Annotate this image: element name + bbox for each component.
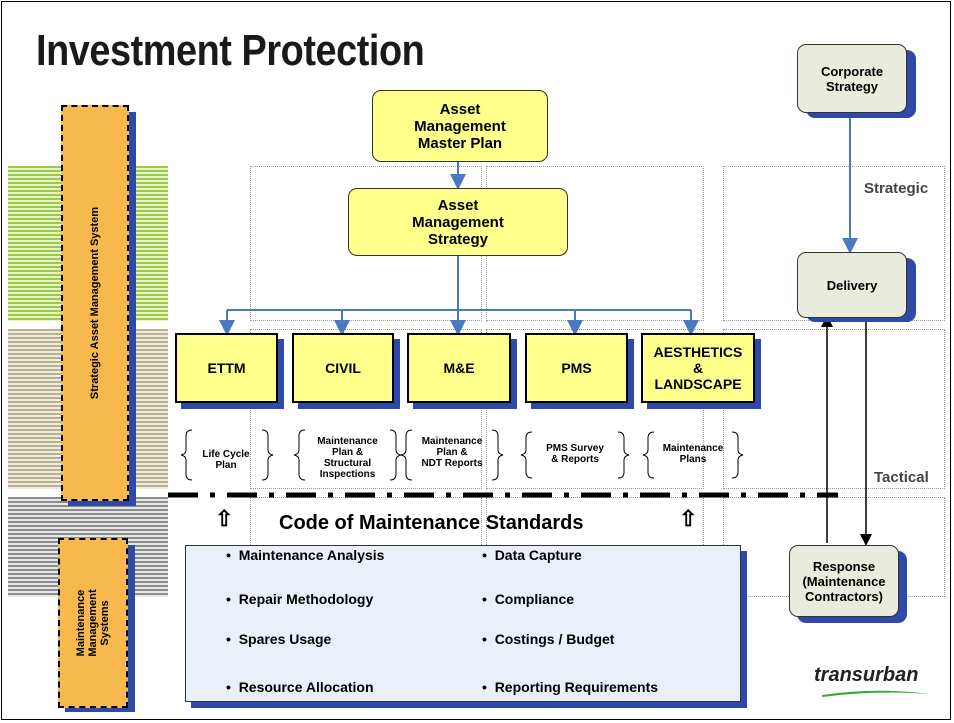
output-aesthetics: Maintenance Plans [662, 443, 724, 465]
standard-item: • Data Capture [482, 547, 582, 563]
master-plan-box: Asset Management Master Plan [372, 90, 548, 162]
grid-panel-tactical-2 [486, 329, 704, 489]
standards-box [185, 545, 741, 702]
strategic-ams-box: Strategic Asset Management System [61, 105, 129, 501]
page-title: Investment Protection [36, 26, 425, 75]
tactical-label: Tactical [874, 469, 929, 486]
standard-item: • Maintenance Analysis [226, 547, 385, 563]
delivery-box: Delivery [797, 252, 907, 318]
transurban-logo: transurban [814, 664, 919, 686]
standard-item: • Costings / Budget [482, 631, 615, 647]
corporate-strategy-box: Corporate Strategy [797, 44, 907, 113]
grid-panel-tactical-3 [723, 329, 945, 489]
standard-item: • Compliance [482, 591, 575, 607]
category-civil: CIVIL [292, 333, 394, 403]
output-life-cycle: Life Cycle Plan [202, 449, 250, 471]
category-aesthetics: AESTHETICS & LANDSCAPE [641, 333, 755, 403]
code-title: Code of Maintenance Standards [279, 512, 584, 534]
strategy-box: Asset Management Strategy [348, 188, 568, 256]
grid-panel-tactical-1 [250, 329, 482, 489]
response-box: Response (Maintenance Contractors) [789, 545, 899, 617]
category-me: M&E [407, 333, 511, 403]
left-up-arrow: ⇧ [215, 506, 234, 531]
category-pms: PMS [525, 333, 628, 403]
standard-item: • Spares Usage [226, 631, 332, 647]
logo-swoosh-icon [822, 690, 930, 697]
category-ettm: ETTM [175, 333, 278, 403]
output-pms: PMS Survey & Reports [546, 443, 604, 465]
output-civil: Maintenance Plan & Structural Inspection… [317, 436, 378, 480]
output-braces [180, 429, 744, 481]
standard-item: • Reporting Requirements [482, 679, 659, 695]
standard-item: • Resource Allocation [226, 679, 374, 695]
right-up-arrow: ⇧ [679, 506, 698, 531]
output-me: Maintenance Plan & NDT Reports [421, 436, 483, 469]
strategic-label: Strategic [864, 180, 929, 197]
standard-item: • Repair Methodology [226, 591, 374, 607]
mms-box: Maintenance Management Systems [58, 538, 128, 708]
